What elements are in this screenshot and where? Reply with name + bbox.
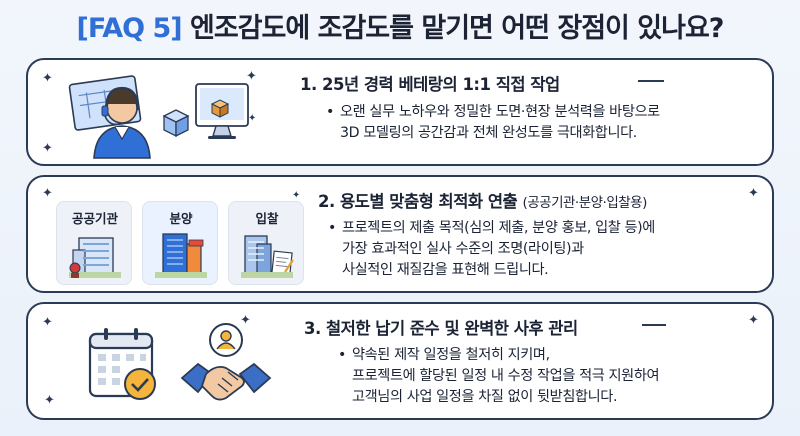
category-label: 분양 (169, 211, 193, 226)
section-2-heading: 2. 용도별 맞춤형 최적화 연출 (공공기관·분양·입찰용) (318, 192, 647, 211)
sparkle-icon: ✦ (748, 313, 759, 328)
sparkle-icon: ✦ (44, 393, 55, 408)
faq-card-expertise: ✦ ✦ ✦ ✦ (26, 58, 774, 166)
category-label: 입찰 (255, 211, 279, 226)
bid-building-document-icon (241, 235, 294, 278)
heading-underline (638, 80, 664, 82)
section-3-heading: 3. 철저한 납기 준수 및 완벽한 사후 관리 (304, 319, 578, 338)
faq-tag: [FAQ 5] (76, 13, 183, 44)
category-label: 공공기관 (71, 211, 118, 226)
section-1-heading: 1. 25년 경력 베테랑의 1:1 직접 작업 (300, 75, 560, 94)
sparkle-icon: ✦ (42, 186, 53, 201)
section-3-bullet: • 약속된 제작 일정을 철저히 지키며, 프로젝트에 할당된 일정 내 수정 … (338, 347, 660, 405)
sparkle-icon: ✦ (248, 113, 257, 124)
handshake-icon (180, 323, 272, 401)
person-circle-icon (209, 323, 243, 357)
sparkle-icon: ✦ (42, 71, 53, 86)
heading-underline (642, 324, 666, 326)
section-1-bullet: • 오랜 실무 노하우와 정밀한 도면·현장 분석력을 바탕으로 3D 모델링의… (326, 104, 660, 141)
section-2-bullet: • 프로젝트의 제출 목적(심의 제출, 분양 홍보, 입찰 등)에 가장 효과… (328, 220, 655, 278)
sparkle-icon: ✦ (240, 313, 251, 328)
sparkle-icon: ✦ (42, 315, 53, 330)
sparkle-icon: ✦ (246, 69, 257, 84)
category-card-bid: 입찰 (228, 201, 304, 285)
page-title: [FAQ 5] 엔조감도에 조감도를 맡기면 어떤 장점이 있나요? (0, 6, 800, 45)
faq-question: 엔조감도에 조감도를 맡기면 어떤 장점이 있나요? (190, 13, 724, 44)
category-card-public: 공공기관 (56, 201, 132, 285)
sales-building-icon (155, 233, 207, 278)
sparkle-icon: ✦ (748, 186, 759, 201)
sparkle-icon: ✦ (292, 190, 301, 201)
sparkle-icon: ✦ (42, 141, 53, 156)
calendar-check-icon (88, 328, 156, 400)
faq-card-optimization: ✦ ✦ ✦ 공공기관 분양 입찰 (26, 175, 774, 293)
public-building-stamp-icon (69, 237, 121, 278)
consultant-with-headset-icon (68, 75, 249, 159)
faq-card-delivery: ✦ ✦ ✦ ✦ 3. 철저한 납기 준수 및 완벽한 사후 관리 • 약속된 제… (26, 302, 774, 420)
monitor-3d-boxes-icon (195, 83, 249, 139)
category-card-sales: 분양 (142, 201, 218, 285)
